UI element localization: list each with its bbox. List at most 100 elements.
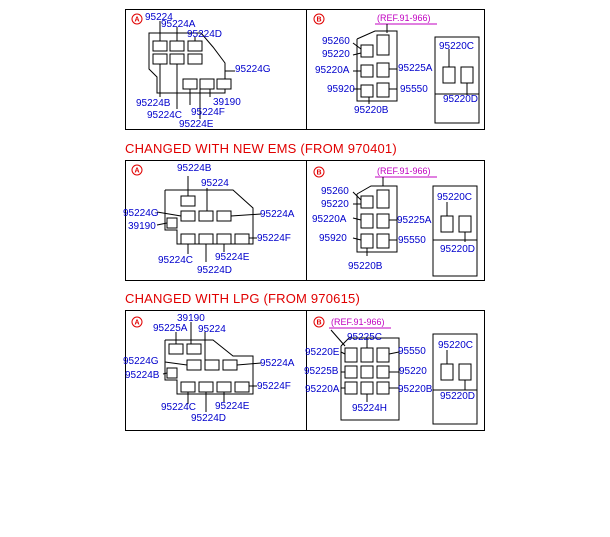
part-label: 39190 — [128, 221, 156, 232]
relay-slot — [187, 40, 203, 52]
relay-slot — [168, 343, 184, 355]
marker-b-circle — [313, 166, 325, 178]
part-label: 95224 — [145, 12, 173, 23]
leader-line — [156, 222, 168, 226]
relay-box-outline — [434, 36, 480, 124]
part-label: 95550 — [400, 84, 428, 95]
part-label: 95920 — [327, 84, 355, 95]
relay-slot — [216, 78, 232, 90]
relay-slot — [216, 381, 232, 393]
marker-b-circle — [313, 13, 325, 25]
relay-slot — [360, 195, 374, 209]
relay-slot — [182, 78, 198, 90]
diagram-panel-3 — [125, 310, 485, 431]
relay-slot — [360, 44, 374, 58]
part-label: 95225A — [397, 215, 432, 226]
part-label: 95224 — [198, 324, 226, 335]
relay-slot — [344, 365, 358, 379]
part-label: 95224G — [123, 208, 159, 219]
part-label: 95260 — [322, 36, 350, 47]
marker-a-circle — [131, 316, 143, 328]
part-label: 95220B — [398, 384, 433, 395]
relay-box-outline — [356, 30, 398, 102]
relay-slot — [376, 381, 390, 395]
part-label: 95224D — [187, 29, 222, 40]
part-label: 95224 — [201, 178, 229, 189]
relay-slot — [234, 233, 250, 245]
leader-line — [330, 329, 346, 347]
marker-b: B — [317, 17, 322, 24]
relay-slot — [376, 213, 390, 229]
relay-slot — [186, 343, 202, 355]
reference-note: (REF.91-966) — [377, 166, 431, 176]
leader-line — [230, 213, 262, 217]
reference-note: (REF.91-966) — [331, 317, 385, 327]
relay-slot — [360, 84, 374, 98]
marker-b: B — [317, 320, 322, 327]
leader-line — [352, 191, 362, 201]
relay-slot — [460, 66, 474, 84]
part-label: 95260 — [321, 186, 349, 197]
relay-box-outline — [164, 339, 254, 395]
part-label: 95220D — [443, 94, 478, 105]
panel-2-divider — [306, 160, 307, 280]
relay-slot — [360, 233, 374, 249]
part-label: 95220 — [322, 49, 350, 60]
relay-slot — [169, 53, 185, 65]
part-label: 95225A — [398, 63, 433, 74]
panel-1-right-drawing: B (REF.91-966) 95260 95220 95220A 95225A… — [313, 13, 480, 124]
part-label: 95220A — [305, 384, 340, 395]
part-label: 95225C — [347, 332, 382, 343]
part-label: 95220D — [440, 244, 475, 255]
relay-slot — [376, 34, 390, 56]
part-label: 95225B — [304, 366, 339, 377]
leader-line — [388, 351, 400, 355]
relay-slot — [222, 359, 238, 371]
relay-slot — [204, 359, 220, 371]
marker-a-circle — [131, 13, 143, 25]
relay-slot — [458, 215, 472, 233]
relay-slot — [152, 53, 168, 65]
part-label: 95224E — [215, 401, 250, 412]
relay-slot — [198, 381, 214, 393]
leader-line — [156, 211, 182, 217]
leader-line — [340, 351, 346, 355]
relay-slot — [180, 381, 196, 393]
part-label: 95224H — [352, 403, 387, 414]
relay-slot — [166, 217, 178, 229]
relay-slot — [376, 189, 390, 209]
relay-slot — [376, 233, 390, 249]
part-label: 95224F — [257, 381, 291, 392]
part-label: 95224F — [191, 107, 225, 118]
panel-2-left-drawing: A 95224B 95224 95224G 95224A 39190 95224… — [123, 163, 295, 276]
relay-slot — [376, 82, 390, 98]
diagram-panel-1 — [125, 9, 485, 130]
panel-2-right-drawing: B (REF.91-966) 95260 95220 95220A 95225A… — [312, 166, 478, 277]
relay-slot — [360, 381, 374, 395]
part-label: 95224A — [161, 19, 196, 30]
relay-slot — [360, 64, 374, 78]
relay-box-outline — [148, 32, 226, 94]
panel-3-right-drawing: B (REF.91-966) 95225C 95220E 95550 95225… — [304, 316, 478, 425]
relay-slot — [180, 233, 196, 245]
part-label: 95224D — [191, 413, 226, 424]
relay-slot — [234, 381, 250, 393]
marker-a: A — [135, 17, 140, 24]
part-label: 95220A — [312, 214, 347, 225]
leader-line — [352, 217, 362, 221]
leader-line — [352, 42, 362, 50]
part-label: 95224C — [158, 255, 193, 266]
part-label: 95220 — [399, 366, 427, 377]
reference-note: (REF.91-966) — [377, 13, 431, 23]
relay-slot — [458, 363, 472, 381]
part-label: 95920 — [319, 233, 347, 244]
marker-a: A — [135, 168, 140, 175]
relay-slot — [216, 210, 232, 222]
leader-line — [352, 237, 362, 241]
marker-a-circle — [131, 164, 143, 176]
panel-1-divider — [306, 9, 307, 129]
relay-slot — [216, 233, 232, 245]
relay-slot — [360, 347, 374, 363]
part-label: 95220A — [315, 65, 350, 76]
part-label: 95550 — [398, 235, 426, 246]
